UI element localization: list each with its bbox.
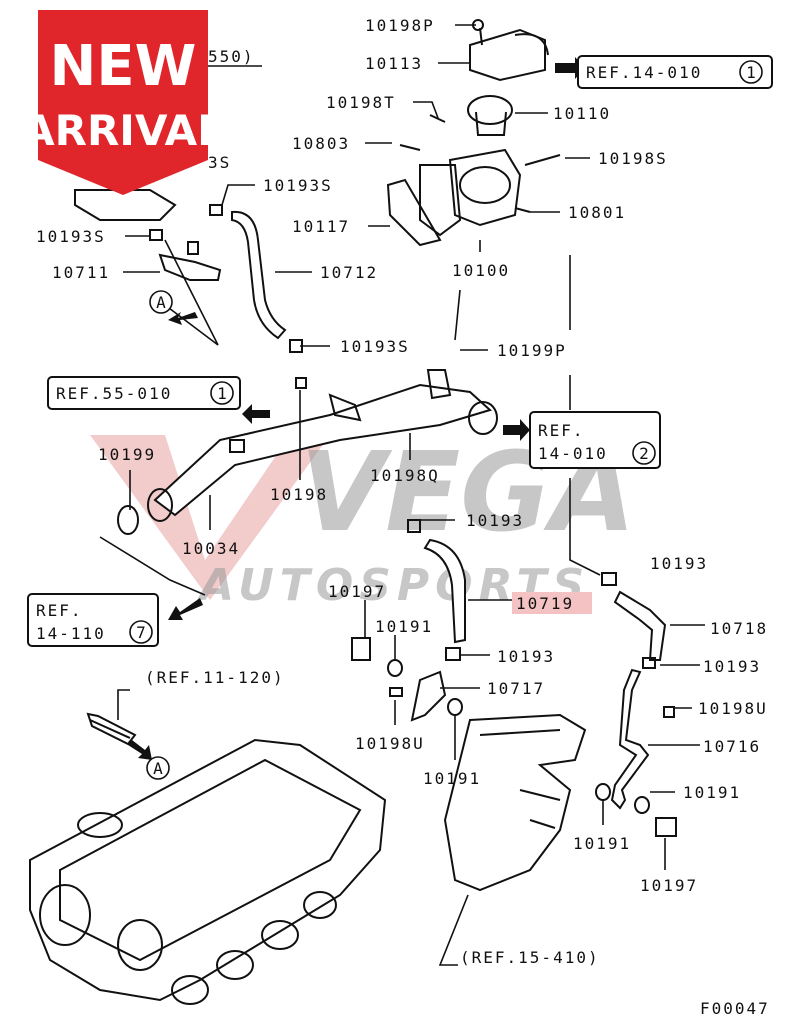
connection-markers: A A xyxy=(146,290,173,780)
ref-number: 1 xyxy=(217,384,227,403)
leader-lines xyxy=(99,24,705,966)
part-label: 10199 xyxy=(98,445,156,464)
part-label: 10193S xyxy=(36,227,106,246)
part-label: 10191 xyxy=(573,834,631,853)
ref-label: REF.14-010 xyxy=(586,63,702,82)
arrow-down-left-icon xyxy=(168,598,203,620)
part-label: 10197 xyxy=(640,876,698,895)
ref-label: REF. xyxy=(538,421,585,440)
watermark: VEGA AUTOSPORTS xyxy=(90,428,636,611)
part-label: 10113 xyxy=(365,54,423,73)
part-label: 10803 xyxy=(292,134,350,153)
part-label: 10717 xyxy=(487,679,545,698)
ref-boxes: REF.14-010 1 REF.55-010 1 REF. 14-010 2 … xyxy=(27,55,773,967)
ref-label: 14-110 xyxy=(36,624,106,643)
ref-number: 2 xyxy=(639,444,649,463)
arrow-down-right-icon xyxy=(128,740,152,760)
part-label: 10191 xyxy=(683,783,741,802)
part-label: 10193 xyxy=(497,647,555,666)
part-label: 550) xyxy=(208,47,255,66)
part-label: 10198 xyxy=(270,485,328,504)
part-label: 10716 xyxy=(703,737,761,756)
part-label: 10198Q xyxy=(370,466,440,485)
part-label: 10034 xyxy=(182,539,240,558)
marker-a: A xyxy=(153,759,163,778)
ref-label: (REF.11-120) xyxy=(145,668,285,687)
part-label: 10193 xyxy=(650,554,708,573)
part-label: 10711 xyxy=(52,263,110,282)
arrow-right-icon xyxy=(503,419,530,441)
part-labels: 550) 10198P 10113 10198T 10110 10803 101… xyxy=(36,16,770,1018)
ref-number: 7 xyxy=(136,623,146,642)
figure-code: F00047 xyxy=(700,999,770,1018)
ref-label: REF. xyxy=(36,601,83,620)
part-label: 10198U xyxy=(355,734,425,753)
part-label: 10198P xyxy=(365,16,435,35)
part-label: 10712 xyxy=(320,263,378,282)
part-label: 10197 xyxy=(328,582,386,601)
badge-line2: ARRIVAL xyxy=(22,106,224,155)
part-label: 10198T xyxy=(326,93,396,112)
part-label: 10199P xyxy=(497,341,567,360)
part-highlight xyxy=(512,592,592,614)
ref-label: 14-010 xyxy=(538,444,608,463)
new-arrival-badge: NEW ARRIVAL xyxy=(22,10,224,195)
part-label: 10191 xyxy=(423,769,481,788)
ref-number: 1 xyxy=(746,63,756,82)
marker-a: A xyxy=(156,293,166,312)
ref-label: (REF.15-410) xyxy=(460,948,600,967)
part-label: 10193 xyxy=(703,657,761,676)
arrow-left-icon xyxy=(242,404,270,424)
part-label: 10193S xyxy=(263,176,333,195)
water-pipe-group xyxy=(117,339,498,535)
ref-label: REF.55-010 xyxy=(56,384,172,403)
bypass-fitting-group xyxy=(74,189,287,340)
arrow-left-icon xyxy=(168,312,198,325)
part-label: 10110 xyxy=(553,104,611,123)
part-label: 10100 xyxy=(452,261,510,280)
part-label: 10198U xyxy=(698,699,768,718)
lower-hoses-group xyxy=(351,519,677,837)
part-label: 10198S xyxy=(598,149,668,168)
engine-head-group xyxy=(29,712,387,1005)
part-label: 10801 xyxy=(568,203,626,222)
part-label: 10191 xyxy=(375,617,433,636)
part-label: 10719 xyxy=(516,594,574,613)
badge-line1: NEW xyxy=(50,34,197,99)
part-label: 3S xyxy=(208,153,231,172)
part-label: 10193S xyxy=(340,337,410,356)
part-label: 10718 xyxy=(710,619,768,638)
part-label: 10193 xyxy=(466,511,524,530)
part-label: 10117 xyxy=(292,217,350,236)
intake-group xyxy=(443,713,587,892)
